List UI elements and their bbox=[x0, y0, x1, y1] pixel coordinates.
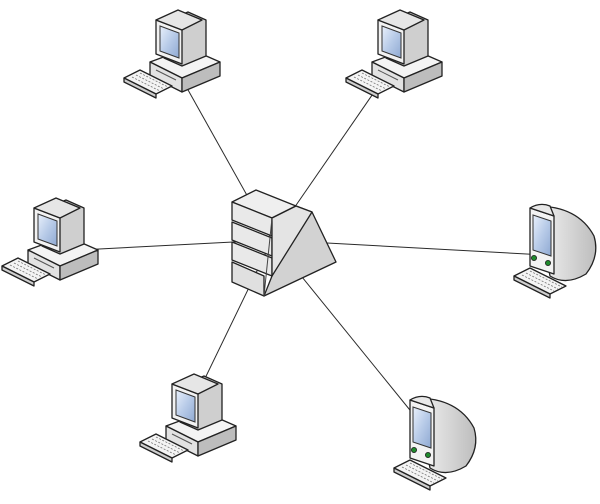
desktop-computer-icon bbox=[345, 9, 443, 99]
imac-computer-icon bbox=[393, 395, 477, 491]
desktop-computer-icon bbox=[123, 9, 221, 99]
imac-computer-icon bbox=[513, 203, 597, 299]
network-hub-icon bbox=[231, 189, 337, 297]
desktop-computer-icon bbox=[139, 373, 237, 463]
desktop-computer-icon bbox=[1, 197, 99, 287]
